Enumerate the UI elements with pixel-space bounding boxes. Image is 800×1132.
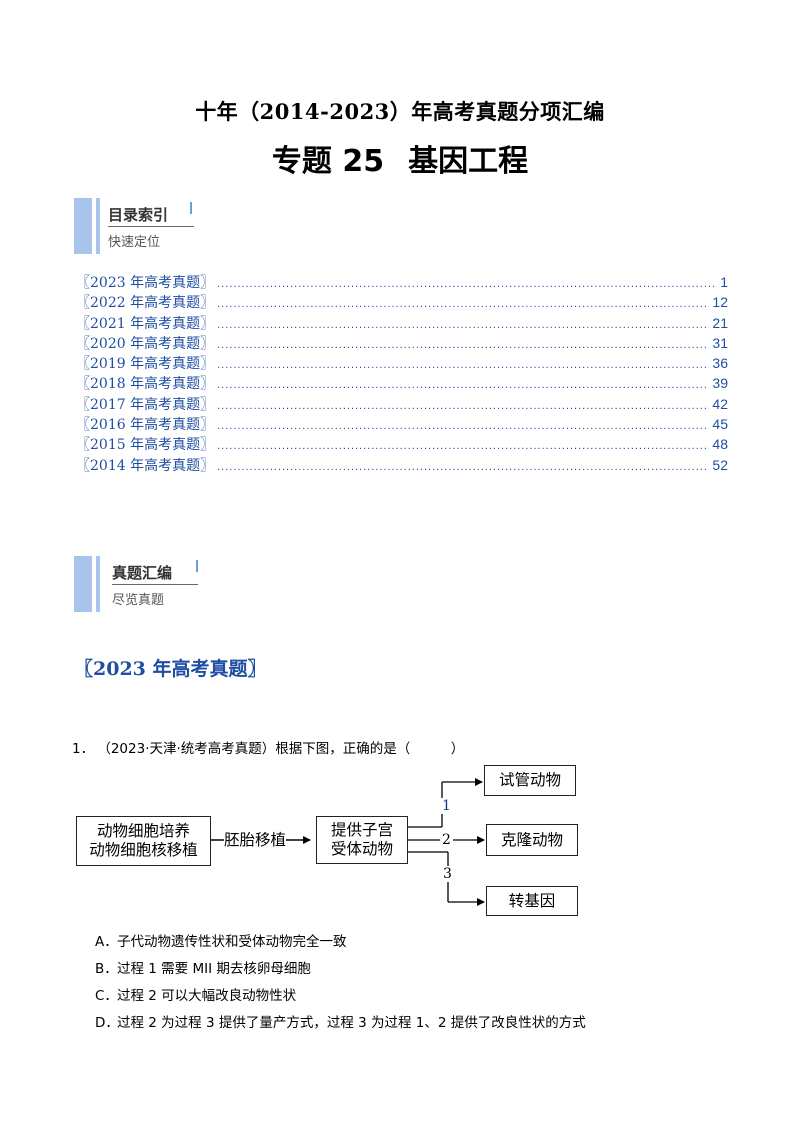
option-text: 过程 2 可以大幅改良动物性状 [117,988,297,1004]
title-topic-number: 专题 25 [271,144,385,179]
option-text: 过程 1 需要 MII 期去核卵母细胞 [117,961,311,977]
option-key: C． [95,988,118,1004]
banner-bar [74,556,92,612]
toc-entry-label[interactable]: 〖2014 年高考真题〗 [76,457,215,474]
option-c[interactable]: C．过程 2 可以大幅改良动物性状 [95,986,586,1013]
process-diagram: 动物细胞培养 动物细胞核移植 胚胎移植 提供子宫 受体动物 试管动物 克隆动物 … [72,760,592,920]
toc-entry-page[interactable]: 1 [720,274,728,290]
toc-entry-page[interactable]: 48 [712,436,728,453]
toc-entry[interactable]: 〖2017 年高考真题〗............................… [76,394,728,414]
toc-entry[interactable]: 〖2022 年高考真题〗............................… [76,292,728,312]
toc-entry-page[interactable]: 52 [712,456,728,473]
toc-leader-dots: ........................................… [217,318,709,331]
document-title: 专题 25 基因工程 [0,136,800,180]
box-recipient-animal: 提供子宫 受体动物 [316,816,408,864]
box-transgenic: 转基因 [486,886,578,916]
toc-entry[interactable]: 〖2021 年高考真题〗............................… [76,313,728,333]
toc-entry[interactable]: 〖2023 年高考真题〗............................… [76,272,728,292]
toc-entry-page[interactable]: 42 [712,395,728,412]
process-number-3: 3 [441,866,454,882]
option-b[interactable]: B．过程 1 需要 MII 期去核卵母细胞 [95,959,586,986]
box-cloned-animal: 克隆动物 [486,824,578,856]
toc-leader-dots: ........................................… [217,440,709,453]
question-number: 1． [72,741,95,757]
toc-entry-label[interactable]: 〖2020 年高考真题〗 [76,335,215,352]
toc-leader-dots: ........................................… [217,359,709,372]
toc-entry[interactable]: 〖2018 年高考真题〗............................… [76,373,728,393]
toc-leader-dots: ........................................… [217,379,709,392]
toc-entry-label[interactable]: 〖2018 年高考真题〗 [76,376,215,393]
option-a[interactable]: A．子代动物遗传性状和受体动物完全一致 [95,932,586,959]
banner-rule [112,584,198,585]
option-key: D． [95,1015,119,1031]
banner-bar-thin [96,556,100,612]
toc-banner-heading: 目录索引 [108,206,169,224]
toc-banner: 目录索引 快速定位 [74,198,214,254]
toc-entry-label[interactable]: 〖2016 年高考真题〗 [76,417,215,434]
box-transgenic-label: 转基因 [508,891,556,910]
question-text: （2023·天津·统考高考真题）根据下图，正确的是（ ） [104,741,465,757]
toc-entry[interactable]: 〖2015 年高考真题〗............................… [76,434,728,454]
year-section-heading: 〖2023 年高考真题〗 [74,658,267,680]
option-text: 子代动物遗传性状和受体动物完全一致 [117,934,347,950]
toc-leader-dots: ........................................… [217,338,709,351]
process-number-2: 2 [440,832,453,848]
toc-entry-page[interactable]: 31 [712,334,728,351]
exam-banner-sub: 尽览真题 [112,593,165,608]
toc-entry-page[interactable]: 21 [712,314,728,331]
toc-entry[interactable]: 〖2019 年高考真题〗............................… [76,353,728,373]
toc-entry-page[interactable]: 36 [712,355,728,372]
toc-entry-page[interactable]: 39 [712,375,728,392]
title-topic-name: 基因工程 [408,144,529,179]
exam-banner-heading: 真题汇编 [112,564,173,582]
toc-banner-sub: 快速定位 [108,235,161,250]
answer-options: A．子代动物遗传性状和受体动物完全一致 B．过程 1 需要 MII 期去核卵母细… [95,932,586,1040]
option-key: B． [95,961,118,977]
embryo-transfer-label: 胚胎移植 [224,831,287,849]
option-text: 过程 2 为过程 3 提供了量产方式，过程 3 为过程 1、2 提供了改良性状的… [117,1015,586,1031]
document-subtitle: 十年（2014-2023）年高考真题分项汇编 [195,99,605,124]
toc-leader-dots: ........................................… [217,278,717,290]
banner-bar-thin [96,198,100,254]
process-number-1: 1 [440,798,453,814]
toc-entry-page[interactable]: 45 [712,416,728,433]
box-recipient-line1: 提供子宫 [330,821,393,839]
question-stem: 1． （2023·天津·统考高考真题）根据下图，正确的是（ ） [72,737,464,757]
toc-entry-label[interactable]: 〖2022 年高考真题〗 [76,295,215,312]
box-recipient-line2: 受体动物 [330,840,393,858]
option-d[interactable]: D．过程 2 为过程 3 提供了量产方式，过程 3 为过程 1、2 提供了改良性… [95,1013,586,1040]
toc-leader-dots: ........................................… [217,298,709,311]
toc-entry-label[interactable]: 〖2017 年高考真题〗 [76,396,215,413]
toc-leader-dots: ........................................… [217,399,709,412]
box-test-tube-animal: 试管动物 [484,765,576,796]
banner-bar [74,198,92,254]
box-cell-line2: 动物细胞核移植 [89,841,198,859]
toc-entry[interactable]: 〖2014 年高考真题〗............................… [76,455,728,475]
box-test-tube-label: 试管动物 [498,771,561,789]
box-clone-label: 克隆动物 [500,830,563,849]
toc-entry-label[interactable]: 〖2019 年高考真题〗 [76,356,215,373]
box-cell-line1: 动物细胞培养 [96,822,190,840]
toc-entry[interactable]: 〖2016 年高考真题〗............................… [76,414,728,434]
toc-entry-label[interactable]: 〖2021 年高考真题〗 [76,315,215,332]
toc-entry-label[interactable]: 〖2023 年高考真题〗 [76,275,215,291]
toc-entry[interactable]: 〖2020 年高考真题〗............................… [76,333,728,353]
banner-tick [196,560,198,572]
toc-leader-dots: ........................................… [217,460,709,473]
toc-entry-page[interactable]: 12 [712,294,728,311]
exam-banner: 真题汇编 尽览真题 [74,556,214,612]
banner-rule [108,226,194,227]
toc-entry-label[interactable]: 〖2015 年高考真题〗 [76,437,215,454]
table-of-contents: 〖2023 年高考真题〗............................… [76,272,728,475]
toc-leader-dots: ........................................… [217,420,709,433]
box-cell-techniques: 动物细胞培养 动物细胞核移植 [76,816,211,866]
banner-tick [190,202,192,214]
option-key: A． [95,934,118,950]
